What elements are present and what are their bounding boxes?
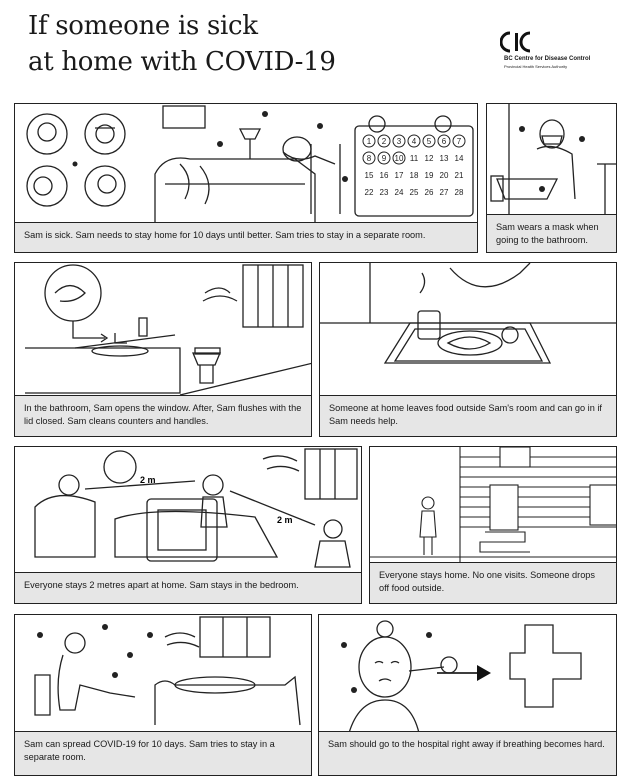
panel-caption: Sam wears a mask when going to the bathr… [487,214,616,252]
panel-mask-bathroom: Sam wears a mask when going to the bathr… [486,103,617,253]
calendar-day-circle [392,151,406,165]
logo-name: BC Centre for Disease Control [504,56,591,62]
calendar-day: 9 [382,154,387,163]
title-line-2: at home with COVID-19 [28,47,336,77]
calendar-day-circle [422,134,436,148]
food-tray-illustration [320,263,616,364]
calendar-day-circle [377,134,391,148]
thermometer-face-icon [84,113,126,155]
hospital-illustration [341,620,582,733]
calendar-day: 8 [367,154,372,163]
panel-caption: Sam can spread COVID-19 for 10 days. Sam… [15,731,311,775]
panel-two-metres: 2 m 2 m Everyone stays 2 metres apart at… [14,446,362,604]
title-line-1: If someone is sick [28,11,258,41]
calendar-day: 15 [365,171,374,180]
confused-face-icon [26,165,68,207]
bccdc-logo: BC Centre for Disease Control Provincial… [500,30,620,70]
calendar-day: 12 [425,154,434,163]
calendar-day: 3 [397,137,402,146]
calendar-day: 13 [440,154,449,163]
panel-caption: Someone at home leaves food outside Sam'… [320,395,616,436]
panel-caption: Sam is sick. Sam needs to stay home for … [15,222,477,252]
panel-stay-home: Everyone stays home. No one visits. Some… [369,446,617,604]
calendar-day: 25 [410,188,419,197]
calendar-day: 5 [427,137,432,146]
calendar-day-circle [437,134,451,148]
panel-bathroom-cleaning: In the bathroom, Sam opens the window. A… [14,262,312,437]
hospital-cross-icon [509,624,582,708]
living-room-illustration: 2 m 2 m [34,448,358,568]
calendar-day: 19 [425,171,434,180]
arrow-right-icon [437,665,491,681]
calendar-day: 17 [395,171,404,180]
calendar-day: 11 [410,154,419,163]
house-illustration [370,447,616,563]
symptom-face-icon [26,113,68,155]
calendar-day: 23 [380,188,389,197]
calendar-day: 1 [367,137,372,146]
bathroom-illustration [25,264,311,395]
logo-subtitle: Provincial Health Services Authority [504,64,568,69]
bccdc-logo-mark [500,31,531,53]
panel-caption: Everyone stays home. No one visits. Some… [370,562,616,603]
panel-caption: Sam should go to the hospital right away… [319,731,616,775]
hand-washing-icon [44,264,102,322]
panel-go-to-hospital: Sam should go to the hospital right away… [318,614,617,776]
resting-illustration [34,616,301,726]
sneezing-face-icon [84,165,126,207]
calendar-day: 7 [457,137,462,146]
calendar-day: 20 [440,171,449,180]
panel-caption: Everyone stays 2 metres apart at home. S… [15,572,361,603]
calendar-day: 6 [442,137,447,146]
calendar-day: 21 [455,171,464,180]
mask-illustration [490,104,616,216]
calendar-day: 27 [440,188,449,197]
page-title: If someone is sick at home with COVID-19 [28,8,336,80]
panel-caption: In the bathroom, Sam opens the window. A… [15,395,311,436]
calendar-day: 28 [455,188,464,197]
distance-label-2: 2 m [277,515,293,525]
calendar-day: 18 [410,171,419,180]
calendar-day-circle [362,151,376,165]
panel-food-outside: Someone at home leaves food outside Sam'… [319,262,617,437]
calendar-day-circle [377,151,391,165]
calendar-day: 14 [455,154,464,163]
calendar-day-circle [407,134,421,148]
calendar-day: 10 [395,154,404,163]
calendar-day: 4 [412,137,417,146]
calendar-day: 22 [365,188,374,197]
calendar-day: 24 [395,188,404,197]
calendar-day-circle [392,134,406,148]
calendar-day: 26 [425,188,434,197]
calendar-day-circle [452,134,466,148]
distance-label-1: 2 m [140,475,156,485]
calendar-day: 16 [380,171,389,180]
panel-spread-covid: Sam can spread COVID-19 for 10 days. Sam… [14,614,312,776]
calendar-day-circle [362,134,376,148]
calendar-day: 2 [382,137,387,146]
